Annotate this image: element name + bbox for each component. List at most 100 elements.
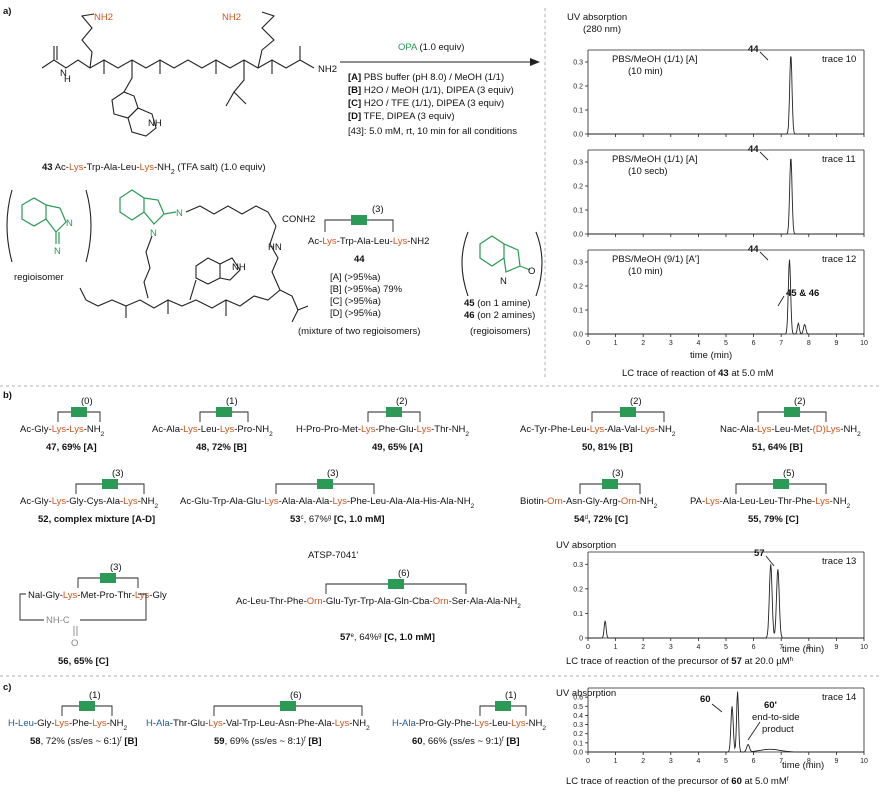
entry-1-bridge-size: (1) (226, 396, 238, 407)
side-product-45: 45 (on 1 amine) (464, 298, 531, 309)
svg-text:N: N (66, 218, 73, 229)
chromatogram-line (588, 158, 864, 235)
svg-text:N: N (54, 246, 61, 257)
sequence-1: Ac-Ala-Lys-Leu-Lys-Pro-NH2 (152, 424, 273, 438)
regioisomer-note-44: (mixture of two regioisomers) (298, 326, 420, 337)
entry-4-opa-bridge (784, 407, 800, 417)
sequence-5: Ac-Gly-Lys-Gly-Cys-Ala-Lys-NH2 (20, 496, 159, 510)
peak-label: 57 (754, 548, 765, 559)
x-tick-label: 0 (586, 644, 590, 651)
uv-header-b: UV absorption (556, 540, 616, 551)
svg-text:CONH2: CONH2 (282, 214, 315, 225)
product-44-schematic: (3) Ac-Lys-Trp-Ala-Leu-Lys-NH2 44 [A] (>… (298, 204, 429, 337)
side-peak-desc-1: end-to-side (752, 712, 800, 723)
uv-header-a-2: (280 nm) (583, 24, 621, 35)
compound-label-4: 51, 64% [B] (752, 442, 803, 453)
y-tick-label: 0.1 (573, 308, 583, 315)
entry-1-opa-bridge (216, 407, 232, 417)
y-tick-label: 0.0 (573, 132, 583, 139)
opa-bridge-44 (351, 215, 367, 225)
y-tick-label: 0.0 (573, 232, 583, 239)
entry-4-bridge-size: (2) (794, 396, 806, 407)
uv-header-a-1: UV absorption (567, 12, 627, 23)
x-tick-label: 0 (586, 340, 590, 347)
entry-5-opa-bridge (102, 479, 118, 489)
lc-caption-c: LC trace of reaction of the precursor of… (566, 776, 789, 787)
x-tick-label: 3 (669, 758, 673, 765)
x-tick-label: 1 (614, 340, 618, 347)
sequence-7: Biotin-Orn-Asn-Gly-Arg-Orn-NH2 (520, 496, 658, 510)
sequence-6: Ac-Glu-Trp-Ala-Glu-Lys-Ala-Ala-Ala-Lys-P… (180, 496, 475, 510)
c-compound-label-0: 58, 72% (ss/es ~ 6:1)f [B] (30, 736, 138, 747)
y-tick-label: 0.1 (573, 611, 583, 618)
trace-condition: PBS/MeOH (1/1) [A] (612, 54, 698, 65)
side-peak-desc-2: product (762, 724, 794, 735)
x-tick-label: 9 (834, 758, 838, 765)
x-tick-label: 2 (641, 758, 645, 765)
entry-10-opa-bridge (388, 579, 404, 589)
x-tick-label: 5 (724, 758, 728, 765)
chromatogram-line (588, 691, 864, 753)
c-sequence-1: H-Ala-Thr-Glu-Lys-Val-Trp-Leu-Asn-Phe-Al… (146, 718, 370, 732)
x-tick-label: 2 (641, 340, 645, 347)
y-tick-label: 0 (579, 636, 583, 643)
panel-label-b: b) (3, 390, 12, 401)
compound-label-9: 56, 65% [C] (58, 656, 109, 667)
nh-label: H (64, 74, 71, 85)
chromatogram-line (588, 564, 864, 639)
structure-44: N N CONH2 NH HN (79, 189, 315, 323)
entry-0-bridge-size: (0) (81, 396, 93, 407)
entry-5-bridge-size: (3) (112, 468, 124, 479)
x-tick-label: 6 (752, 644, 756, 651)
c-entry-0-bridge-size: (1) (89, 690, 101, 701)
trace-number: trace 11 (822, 154, 856, 165)
trace-time: (10 min) (628, 266, 663, 277)
x-tick-label: 10 (860, 340, 868, 347)
peak-arrow (759, 51, 769, 61)
bridge-size-44: (3) (372, 204, 384, 215)
y-tick-label: 0.3 (573, 160, 583, 167)
c-entry-1-opa-bridge (280, 701, 296, 711)
side-peak-label: 60' (764, 700, 777, 711)
x-tick-label: 9 (834, 644, 838, 651)
entry-0-opa-bridge (71, 407, 87, 417)
x-tick-label: 8 (807, 758, 811, 765)
x-tick-label: 10 (860, 644, 868, 651)
entry-10-bridge-size: (6) (398, 568, 410, 579)
uv-header-c: UV absorption (556, 688, 616, 699)
peak-label: 44 (748, 144, 759, 155)
entry-9-opa-bridge (100, 573, 116, 583)
compound-label-7: 54d, 72% [C] (574, 514, 628, 525)
n-label: N (60, 68, 67, 79)
entry-3-bridge-size: (2) (630, 396, 642, 407)
peak-arrow (759, 251, 769, 261)
indole-nh: NH (148, 118, 162, 129)
sequence-9: Nal-Gly-Lys-Met-Pro-Thr-Lys-Gly (28, 590, 167, 601)
reaction-arrow (340, 58, 540, 66)
linker-text: NH-C (46, 615, 70, 626)
yield-44-A: [A] (>95%a) (330, 272, 380, 283)
trace-time: (10 secb) (628, 166, 668, 177)
x-tick-label: 1 (614, 758, 618, 765)
regioisomer-label: regioisomer (14, 272, 64, 283)
compound-label-2: 49, 65% [A] (372, 442, 423, 453)
c-entry-1-bridge-size: (6) (290, 690, 302, 701)
y-tick-label: 0.2 (573, 184, 583, 191)
x-tick-label: 7 (779, 758, 783, 765)
regioisomer-structure: N N (6, 189, 92, 263)
side-product-46: 46 (on 2 amines) (464, 310, 535, 321)
c-sequence-0: H-Leu-Gly-Lys-Phe-Lys-NH2 (8, 718, 128, 732)
compound-label-8: 55, 79% [C] (748, 514, 799, 525)
trace-number: trace 13 (822, 556, 856, 567)
entry-7-opa-bridge (602, 479, 618, 489)
x-tick-label: 3 (669, 644, 673, 651)
y-tick-label: 0.1 (573, 108, 583, 115)
peak-label: 44 (748, 44, 759, 55)
side-peak-arrow (747, 721, 761, 741)
svg-text:N: N (150, 228, 157, 239)
